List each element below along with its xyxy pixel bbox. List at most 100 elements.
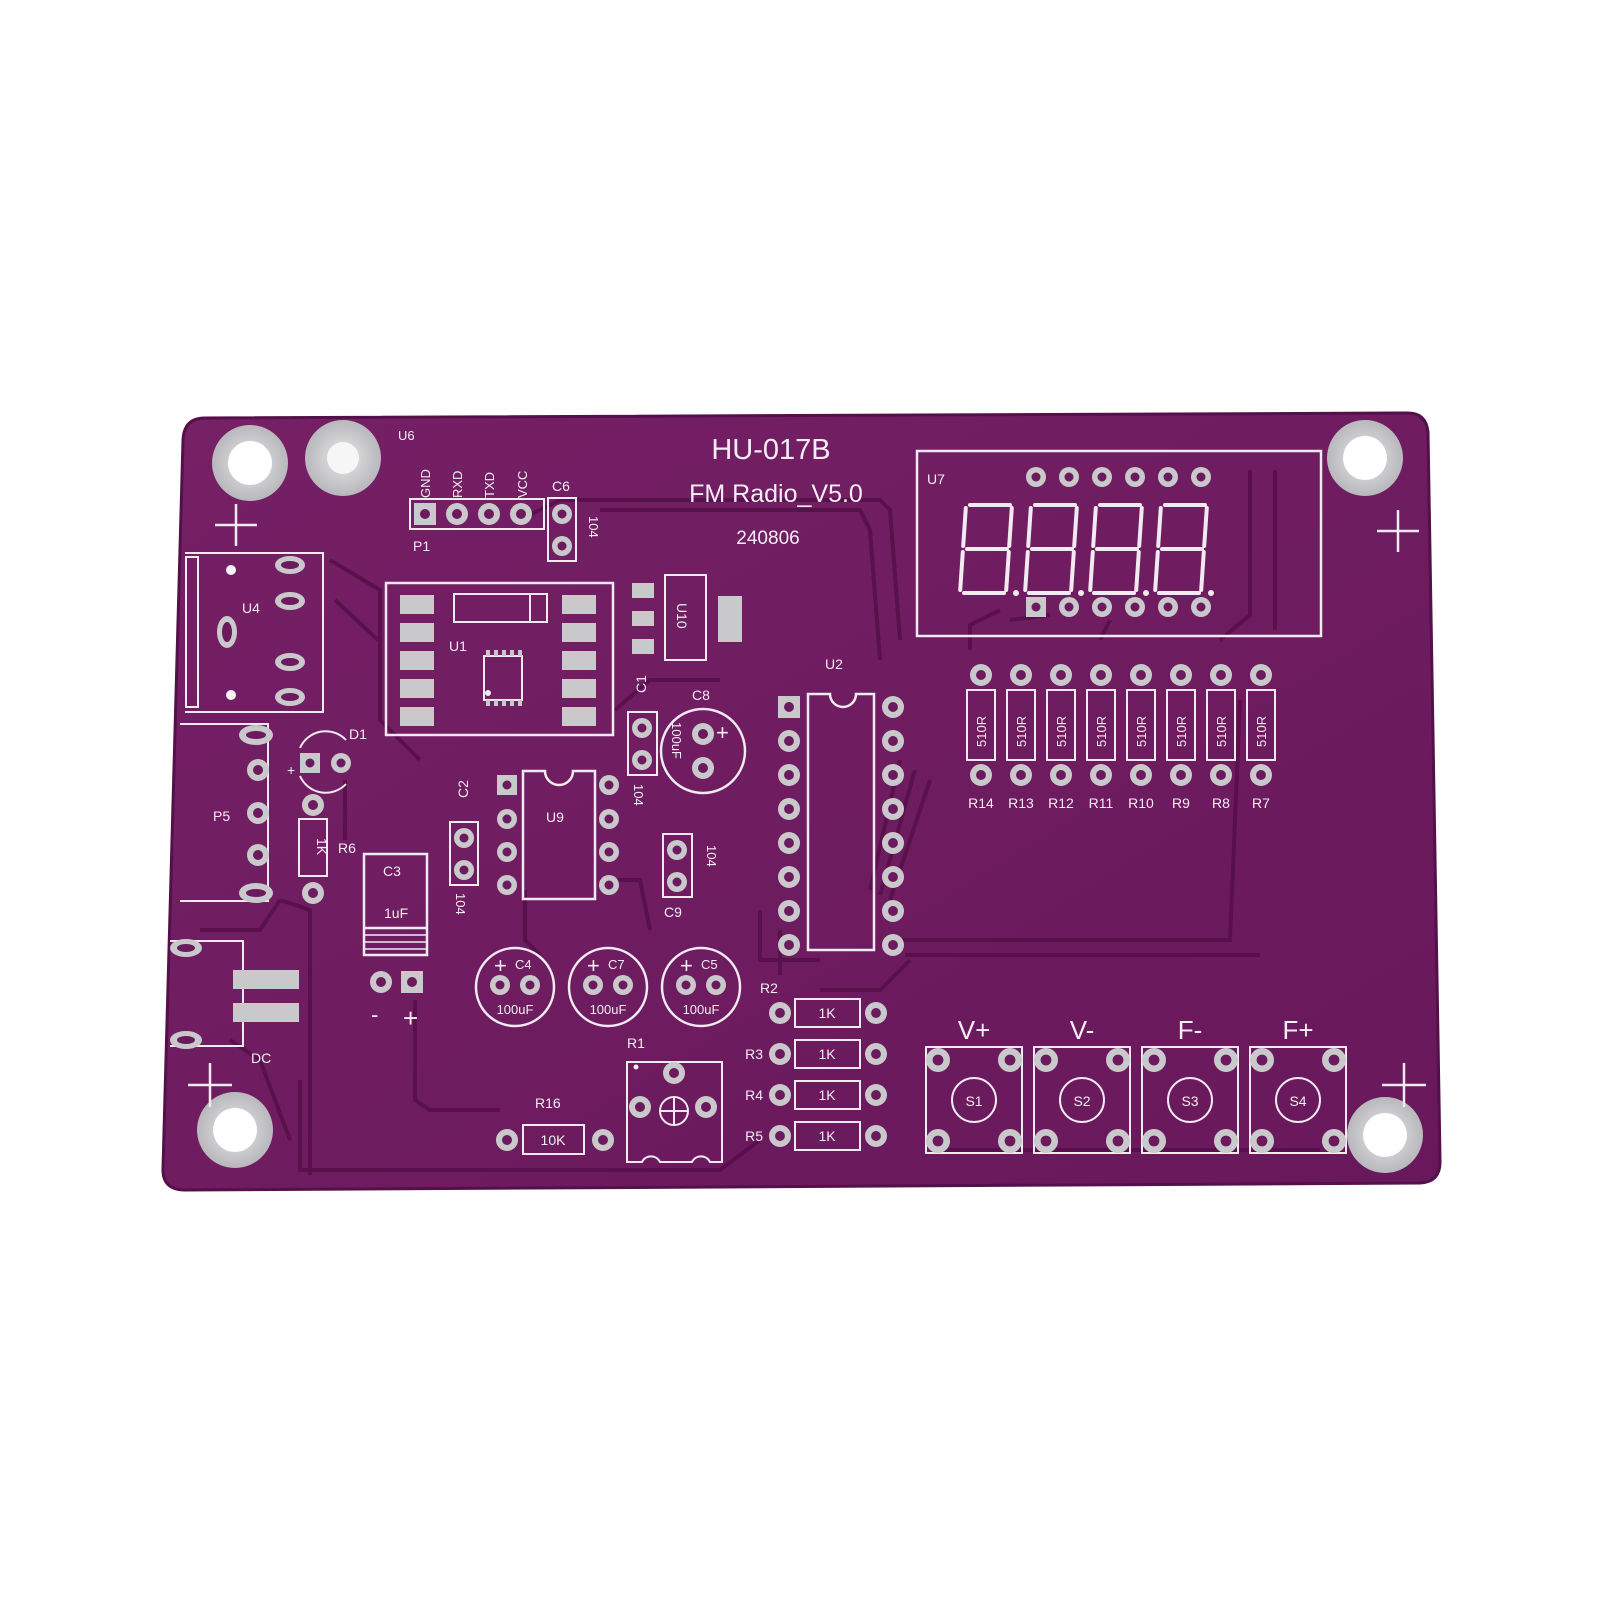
svg-text:1K: 1K — [818, 1046, 836, 1062]
svg-text:R16: R16 — [535, 1095, 561, 1111]
capacitor-c7: + C7 100uF — [567, 946, 649, 1028]
capacitor-c2: C2 104 — [449, 780, 479, 915]
svg-text:R10: R10 — [1128, 795, 1154, 811]
pin-label-gnd: GND — [418, 469, 433, 498]
svg-text:+: + — [680, 953, 693, 978]
capacitor-c9: 104 C9 — [662, 833, 719, 920]
svg-text:1K: 1K — [818, 1128, 836, 1144]
svg-text:100uF: 100uF — [669, 722, 684, 759]
svg-text:104: 104 — [631, 784, 646, 806]
svg-text:1K: 1K — [818, 1087, 836, 1103]
svg-text:510R: 510R — [1174, 716, 1189, 747]
svg-text:104: 104 — [586, 516, 601, 538]
svg-text:R9: R9 — [1172, 795, 1190, 811]
svg-text:U2: U2 — [825, 656, 843, 672]
svg-text:R3: R3 — [745, 1046, 763, 1062]
svg-text:510R: 510R — [1254, 716, 1269, 747]
svg-text:1K: 1K — [314, 838, 330, 856]
resistor-r6: 1K R6 — [298, 794, 356, 904]
usb-connector-u4: U4 — [185, 552, 324, 713]
svg-text:104: 104 — [704, 845, 719, 867]
svg-text:U7: U7 — [927, 471, 945, 487]
mounting-holes — [197, 420, 1423, 1173]
capacitor-c3: C3 1uF - + — [362, 852, 429, 1033]
svg-text:S2: S2 — [1073, 1093, 1090, 1109]
svg-text:C6: C6 — [552, 478, 570, 494]
svg-text:1K: 1K — [818, 1005, 836, 1021]
svg-text:C4: C4 — [515, 957, 532, 972]
svg-text:104: 104 — [453, 893, 468, 915]
svg-text:V+: V+ — [958, 1015, 991, 1045]
svg-text:S1: S1 — [965, 1093, 982, 1109]
svg-text:C5: C5 — [701, 957, 718, 972]
board-model: HU-017B — [711, 434, 830, 466]
ic-u9: U9 — [497, 769, 619, 901]
svg-text:R5: R5 — [745, 1128, 763, 1144]
dc-jack: DC — [170, 939, 299, 1066]
capacitor-c1: C1 104 — [627, 675, 658, 806]
svg-text:510R: 510R — [1134, 716, 1149, 747]
header-connector-ref: P1 — [413, 538, 430, 554]
svg-text:C9: C9 — [664, 904, 682, 920]
svg-text:U9: U9 — [546, 809, 564, 825]
svg-text:C7: C7 — [608, 957, 625, 972]
svg-text:+: + — [716, 720, 729, 745]
svg-text:+: + — [287, 762, 295, 778]
svg-text:DC: DC — [251, 1050, 271, 1066]
svg-text:R1: R1 — [627, 1035, 645, 1051]
capacitor-c5: + C5 100uF — [660, 946, 742, 1028]
svg-text:510R: 510R — [1054, 716, 1069, 747]
resistor-array: 510R R14 510R R13 510R R12 510R R11 510R R10 510R R… — [966, 664, 1276, 811]
svg-text:R6: R6 — [338, 840, 356, 856]
svg-text:R14: R14 — [968, 795, 994, 811]
pin-label-rxd: RXD — [450, 471, 465, 498]
board-version: FM Radio_V5.0 — [689, 480, 863, 508]
svg-text:F+: F+ — [1282, 1015, 1313, 1045]
svg-text:C2: C2 — [455, 780, 471, 798]
svg-text:1uF: 1uF — [384, 905, 408, 921]
pcb-board — [161, 411, 1442, 1192]
svg-text:R13: R13 — [1008, 795, 1034, 811]
svg-text:R4: R4 — [745, 1087, 763, 1103]
svg-text:U1: U1 — [449, 638, 467, 654]
svg-text:V-: V- — [1070, 1015, 1095, 1045]
pin-label-vcc: VCC — [515, 471, 530, 498]
svg-text:100uF: 100uF — [683, 1002, 720, 1017]
svg-text:+: + — [587, 953, 600, 978]
svg-text:P5: P5 — [213, 808, 230, 824]
svg-text:510R: 510R — [1014, 716, 1029, 747]
pin-label-txd: TXD — [482, 472, 497, 498]
svg-text:D1: D1 — [349, 726, 367, 742]
svg-text:C3: C3 — [383, 863, 401, 879]
display-u7: U7 — [915, 449, 1323, 638]
svg-text:R11: R11 — [1089, 795, 1114, 811]
svg-text:-: - — [371, 1002, 378, 1027]
connector-p5: P5 — [180, 723, 273, 903]
svg-text:S4: S4 — [1289, 1093, 1306, 1109]
capacitor-c6: C6 104 — [547, 478, 601, 562]
capacitor-c4: + C4 100uF — [474, 946, 556, 1028]
svg-text:10K: 10K — [541, 1132, 567, 1148]
svg-text:+: + — [403, 1003, 418, 1033]
svg-text:R2: R2 — [760, 980, 778, 996]
resistor-column: 1K R2 1K R3 1K R4 1K R5 — [745, 980, 887, 1151]
svg-text:R7: R7 — [1252, 795, 1270, 811]
tactile-buttons: V+S1V-S2F-S3F+S4 — [925, 1015, 1347, 1154]
regulator-u10: U10 — [632, 574, 742, 661]
board-date: 240806 — [736, 528, 799, 549]
svg-text:U4: U4 — [242, 600, 260, 616]
svg-text:100uF: 100uF — [590, 1002, 627, 1017]
svg-text:R12: R12 — [1048, 795, 1074, 811]
svg-text:U10: U10 — [674, 603, 690, 629]
svg-text:100uF: 100uF — [497, 1002, 534, 1017]
svg-text:R8: R8 — [1212, 795, 1230, 811]
svg-text:510R: 510R — [1094, 716, 1109, 747]
header-ref: U6 — [398, 428, 415, 443]
diode-d1: D1 + — [287, 726, 367, 794]
svg-text:510R: 510R — [1214, 716, 1229, 747]
resistor-r16: R16 10K — [496, 1095, 614, 1155]
ic-u2: U2 — [778, 656, 904, 956]
capacitor-c8: C8 + 100uF — [659, 687, 747, 795]
